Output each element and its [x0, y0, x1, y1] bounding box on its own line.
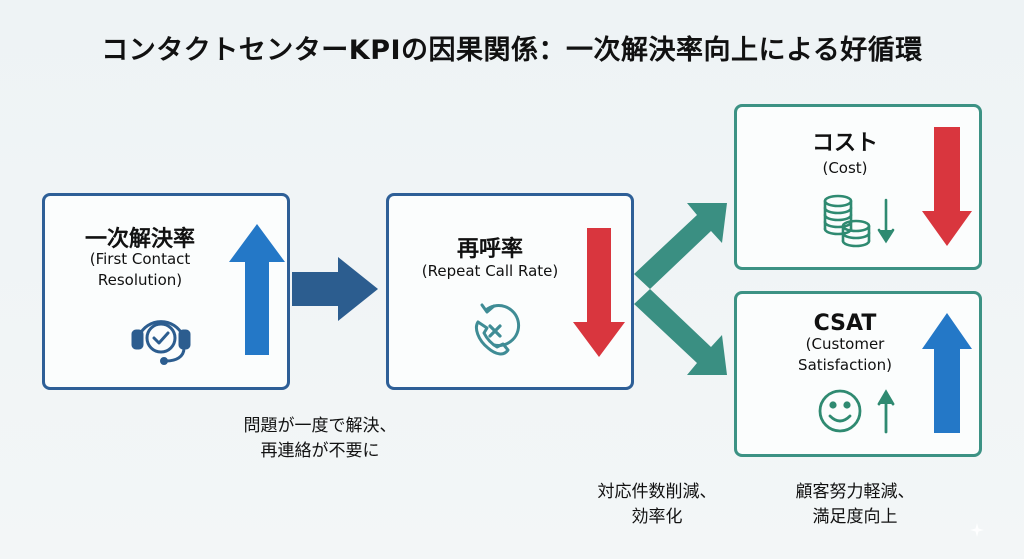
- cost-title: コスト: [811, 131, 878, 156]
- fcr-up-arrow: [229, 224, 285, 355]
- repeat-down-arrow: [573, 228, 625, 357]
- csat-title: CSAT: [813, 311, 877, 336]
- cost-effect-caption: 対応件数削減、 効率化: [597, 482, 717, 527]
- sparkle-icon: [970, 523, 984, 537]
- csat-subtitle: (Customer Satisfaction): [798, 335, 892, 374]
- headset-check-icon: [131, 320, 191, 365]
- fcr-effect-caption: 問題が一度で解決、 再連絡が不要に: [243, 416, 397, 461]
- csat-up-arrow: [922, 313, 972, 433]
- fcr-subtitle: (First Contact Resolution): [89, 250, 191, 289]
- cost-subtitle: (Cost): [822, 159, 868, 177]
- repeat-to-csat-connector: [634, 289, 727, 375]
- smiley-up-icon: [818, 389, 895, 434]
- phone-cancel-icon: [474, 303, 521, 356]
- cost-down-arrow: [922, 127, 972, 246]
- csat-effect-caption: 顧客努力軽減、 満足度向上: [795, 482, 915, 527]
- diagram-title: コンタクトセンターKPIの因果関係：一次解決率向上による好循環: [101, 35, 923, 66]
- repeat-call-subtitle: (Repeat Call Rate): [421, 262, 559, 280]
- fcr-title: 一次解決率: [84, 227, 195, 252]
- repeat-to-cost-connector: [634, 203, 727, 289]
- repeat-call-title: 再呼率: [456, 237, 523, 262]
- coins-down-icon: [823, 194, 895, 248]
- fcr-to-repeat-connector: [292, 257, 378, 321]
